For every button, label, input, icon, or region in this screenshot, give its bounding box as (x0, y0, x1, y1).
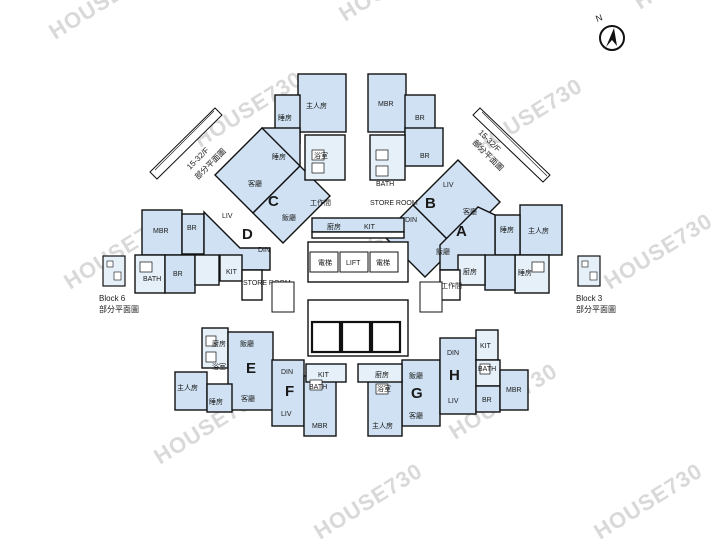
a-bed1-label: 睡房 (500, 225, 514, 234)
c-master-label: 主人房 (306, 101, 327, 110)
block6-mini-plan (102, 255, 126, 287)
watermark-text: HOUSE730 (309, 458, 427, 540)
watermark-text: HOUSE730 (589, 458, 707, 540)
h-kit-label: KIT (480, 343, 492, 350)
e-kit-label: 廚房 (212, 339, 226, 348)
watermark-text: HOUSE730 (629, 0, 720, 14)
left-partial-strip (149, 107, 223, 180)
a-liv-label: 客廳 (463, 207, 477, 216)
core-store-c: 工作間 (310, 198, 331, 207)
unit-c (214, 73, 347, 244)
g-bath-label: 浴室 (377, 384, 391, 393)
d-br1-label: BR (187, 225, 197, 232)
f-mbr-label: MBR (312, 423, 328, 430)
core-kitchen-f: 廚房 (375, 370, 389, 379)
block6-label: Block 6 (99, 294, 126, 303)
e-bath-label: 浴室 (212, 362, 226, 371)
right-partial-strip (472, 107, 551, 183)
d-bath-label: BATH (143, 276, 161, 283)
a-store-label: 工作間 (441, 281, 462, 290)
f-din-label: DIN (281, 369, 293, 376)
watermark-text: HOUSE730 (44, 0, 162, 44)
lift-label-2: LIFT (346, 260, 361, 267)
unit-g-label: G (411, 385, 423, 402)
b-din-label: DIN (405, 217, 417, 224)
h-mbr-label: MBR (506, 387, 522, 394)
g-din-label: 飯廳 (409, 371, 423, 380)
unit-a-label: A (456, 223, 467, 240)
unit-d-label: D (242, 226, 253, 243)
f-liv-label: LIV (281, 411, 292, 418)
b-mbr-label: MBR (378, 101, 394, 108)
unit-d (134, 209, 271, 301)
e-master-label: 主人房 (177, 383, 198, 392)
unit-a (439, 204, 563, 301)
h-br-label: BR (482, 397, 492, 404)
h-liv-label: LIV (448, 398, 459, 405)
e-bed-label: 睡房 (209, 397, 223, 406)
b-br2-label: BR (420, 153, 430, 160)
g-liv-label: 客廳 (409, 411, 423, 420)
core-kitchen-c: 廚房 (327, 222, 341, 231)
unit-g (357, 359, 441, 437)
d-mbr-label: MBR (153, 228, 169, 235)
lift-label-1: 電梯 (318, 258, 332, 267)
north-arrow-icon: N (594, 12, 625, 51)
g-master-label: 主人房 (372, 421, 393, 430)
a-bed2-label: 睡房 (518, 268, 532, 277)
d-kit-label: KIT (226, 269, 238, 276)
unit-e-label: E (246, 360, 256, 377)
watermark-text: HOUSE730 (334, 0, 452, 26)
e-din-label: 飯廳 (240, 339, 254, 348)
central-core (271, 217, 443, 357)
core-kitchen-e: KIT (318, 372, 330, 379)
c-bed1-label: 睡房 (278, 113, 292, 122)
c-liv-label: 客廳 (248, 179, 262, 188)
d-br2-label: BR (173, 271, 183, 278)
block3-mini-plan (577, 255, 601, 287)
f-bath-label: BATH (309, 384, 327, 391)
a-din-label: 飯廳 (436, 247, 450, 256)
block3-label: Block 3 (576, 294, 603, 303)
c-bath-label: 浴室 (314, 151, 328, 160)
unit-h (439, 329, 529, 415)
c-bed2-label: 睡房 (272, 152, 286, 161)
a-master-label: 主人房 (528, 226, 549, 235)
unit-c-label: C (268, 193, 279, 210)
unit-f-label: F (285, 383, 294, 400)
core-kitchen-b: KIT (364, 224, 376, 231)
unit-h-label: H (449, 367, 460, 384)
b-liv-label: LIV (443, 182, 454, 189)
d-store-label: STORE ROOM (243, 280, 291, 287)
b-bath-label: BATH (376, 181, 394, 188)
h-din-label: DIN (447, 350, 459, 357)
block3-partial-label: 部分平面圖 (576, 304, 616, 314)
compass-letter: N (594, 12, 604, 24)
d-liv-label: LIV (222, 213, 233, 220)
e-liv-label: 客廳 (241, 394, 255, 403)
h-bath-label: BATH (478, 366, 496, 373)
core-store-b: STORE ROOM (370, 200, 418, 207)
b-br1-label: BR (415, 115, 425, 122)
lift-label-3: 電梯 (376, 258, 390, 267)
block6-partial-label: 部分平面圖 (99, 304, 139, 314)
watermark-text: HOUSE730 (599, 208, 717, 294)
d-din-label: DIN (258, 247, 270, 254)
a-kit-label: 廚房 (463, 267, 477, 276)
unit-f (271, 359, 347, 437)
unit-b-label: B (425, 195, 436, 212)
unit-e (174, 327, 274, 413)
c-din-label: 飯廳 (282, 213, 296, 222)
